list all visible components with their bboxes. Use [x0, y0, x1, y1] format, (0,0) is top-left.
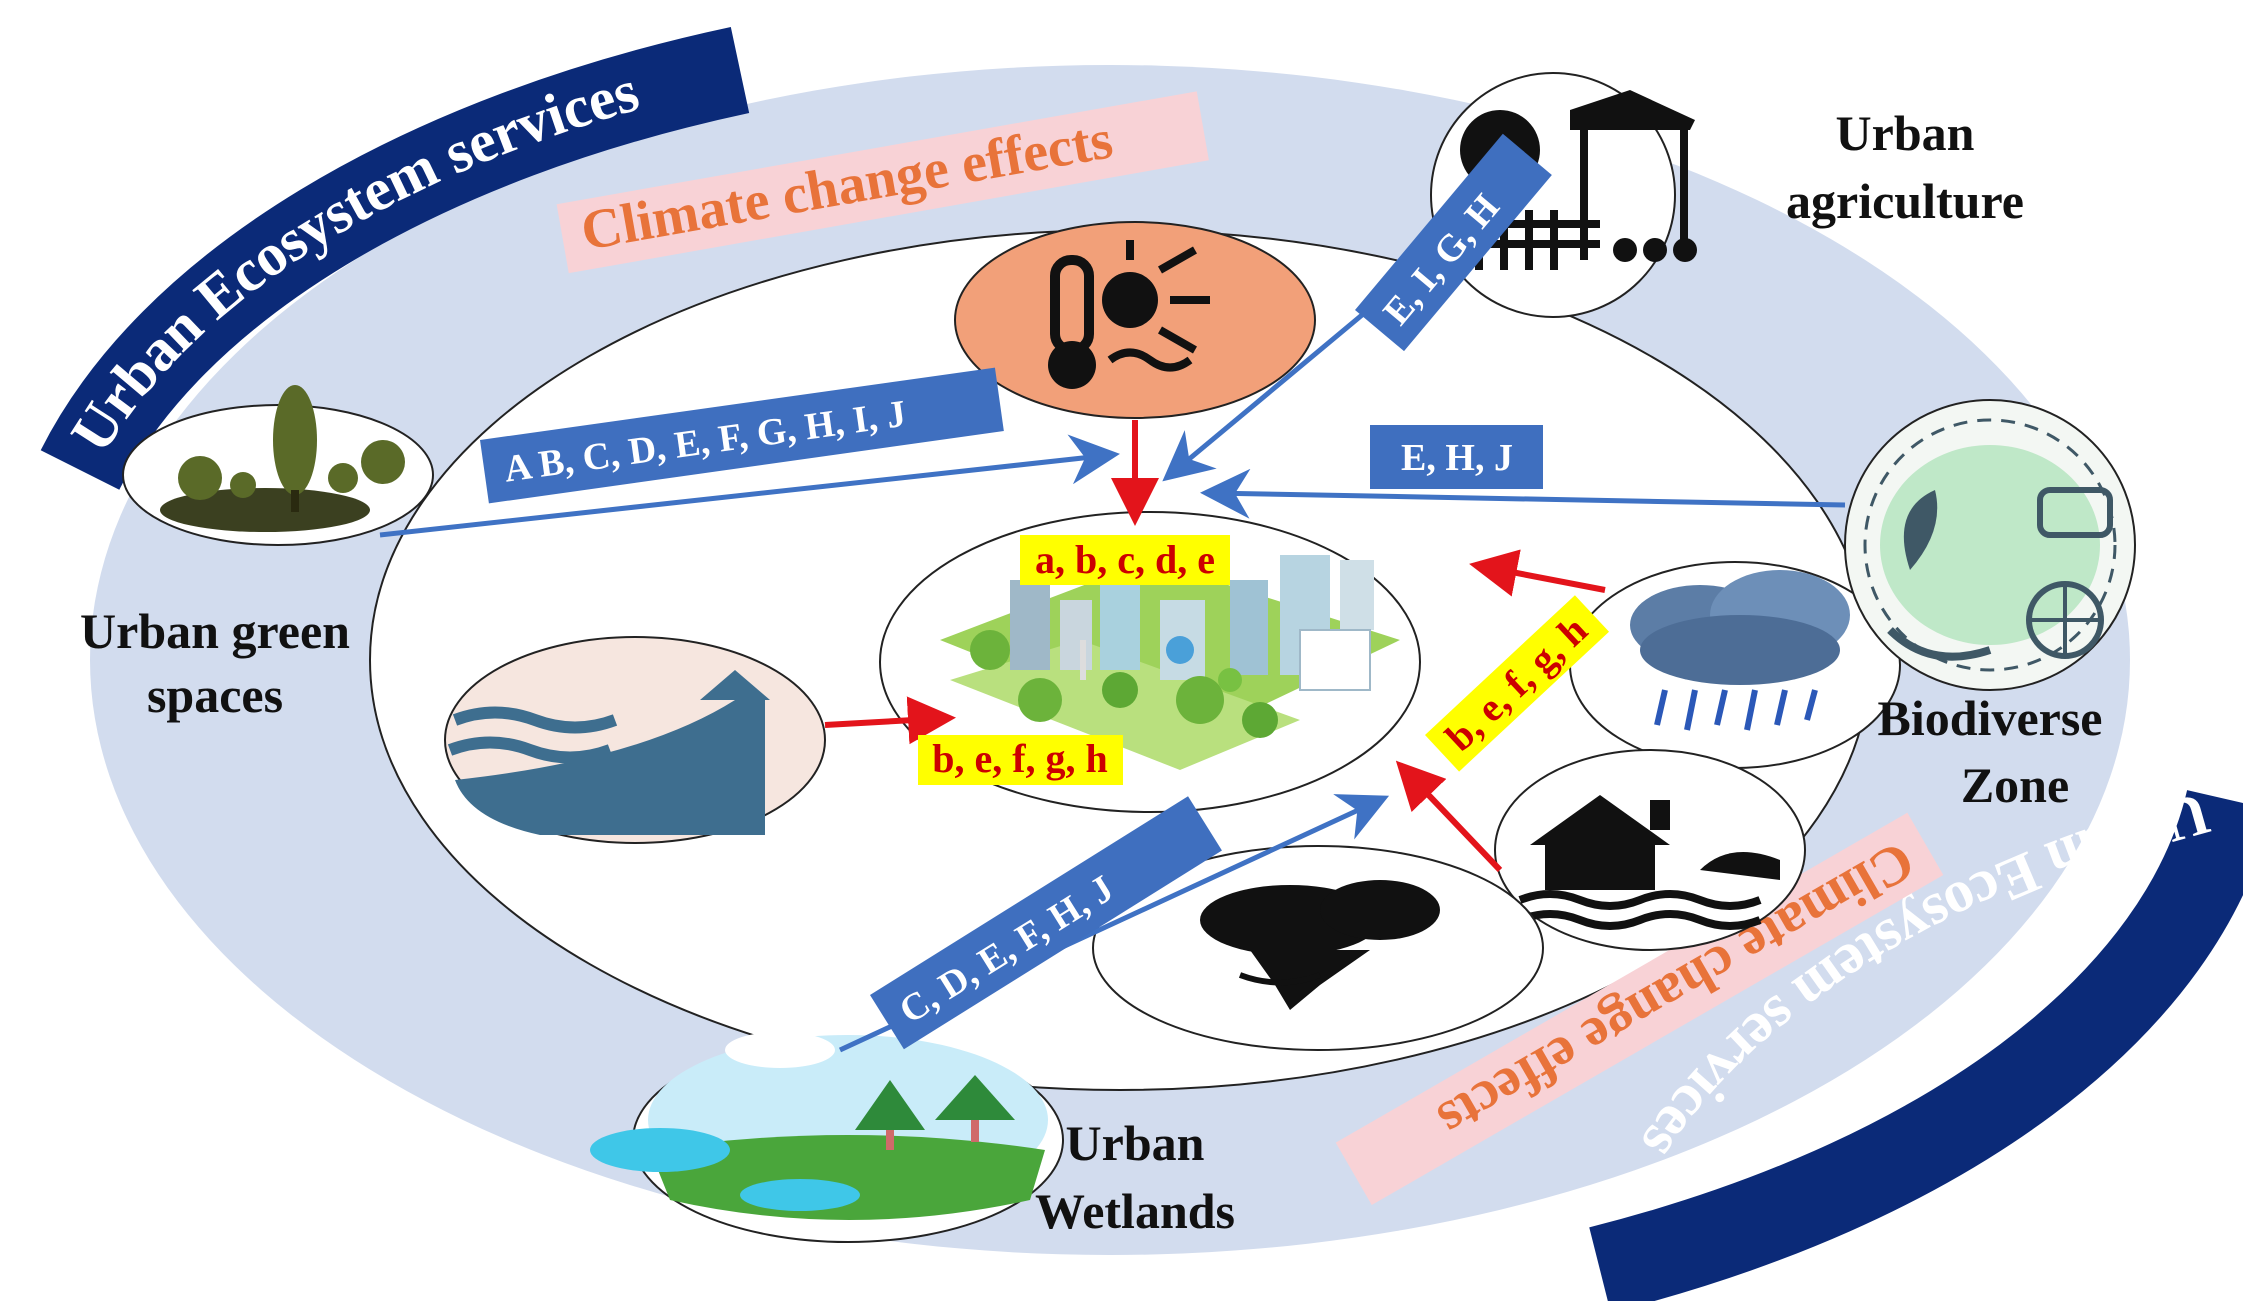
rain-cloud-icon [1630, 570, 1850, 731]
wetlands-node [590, 1032, 1064, 1243]
hazard-label-sea: b, e, f, g, h [918, 735, 1123, 785]
sea-hazard [444, 636, 826, 844]
biodiverse-label-2: Zone [1961, 757, 2069, 813]
code-biodiverse: E, H, J [1401, 437, 1513, 479]
arrow-biodiverse [1200, 468, 1846, 519]
arrow-flood [1395, 760, 1503, 873]
agriculture-label-2: agriculture [1786, 173, 2024, 229]
biodiverse-label-1: Biodiverse [1878, 690, 2103, 746]
heat-hazard [954, 221, 1316, 419]
green-spaces-label-1: Urban green [80, 603, 350, 659]
code-box-biodiverse: E, H, J [1370, 425, 1543, 489]
green-spaces-label-2: spaces [147, 667, 283, 723]
biodiverse-node [1844, 399, 2136, 691]
rain-hazard [1569, 561, 1901, 769]
green-spaces-node [122, 385, 434, 546]
flood-icon [1518, 795, 1780, 930]
wetland-icon [590, 1032, 1048, 1220]
flood-hazard [1494, 749, 1806, 951]
agriculture-label-1: Urban [1836, 105, 1975, 161]
hazard-label-heat: a, b, c, d, e [1020, 535, 1230, 585]
wetlands-label-2: Wetlands [1035, 1183, 1235, 1239]
hazard-code-heat: a, b, c, d, e [1035, 537, 1215, 582]
arrow-rain [1469, 549, 1606, 597]
biodiversity-icon [1863, 418, 2117, 672]
wetlands-label-1: Urban [1066, 1115, 1205, 1171]
tornado-hazard [1092, 845, 1544, 1051]
tornado-icon [1200, 880, 1440, 1010]
sea-level-icon [447, 670, 770, 835]
arrow-green-spaces [379, 434, 1120, 538]
thermometer-sun-icon [1048, 240, 1210, 389]
hazard-code-sea: b, e, f, g, h [932, 736, 1108, 781]
trees-icon [160, 385, 405, 532]
arrow-sea [824, 696, 956, 745]
green-city-icon [940, 555, 1400, 770]
